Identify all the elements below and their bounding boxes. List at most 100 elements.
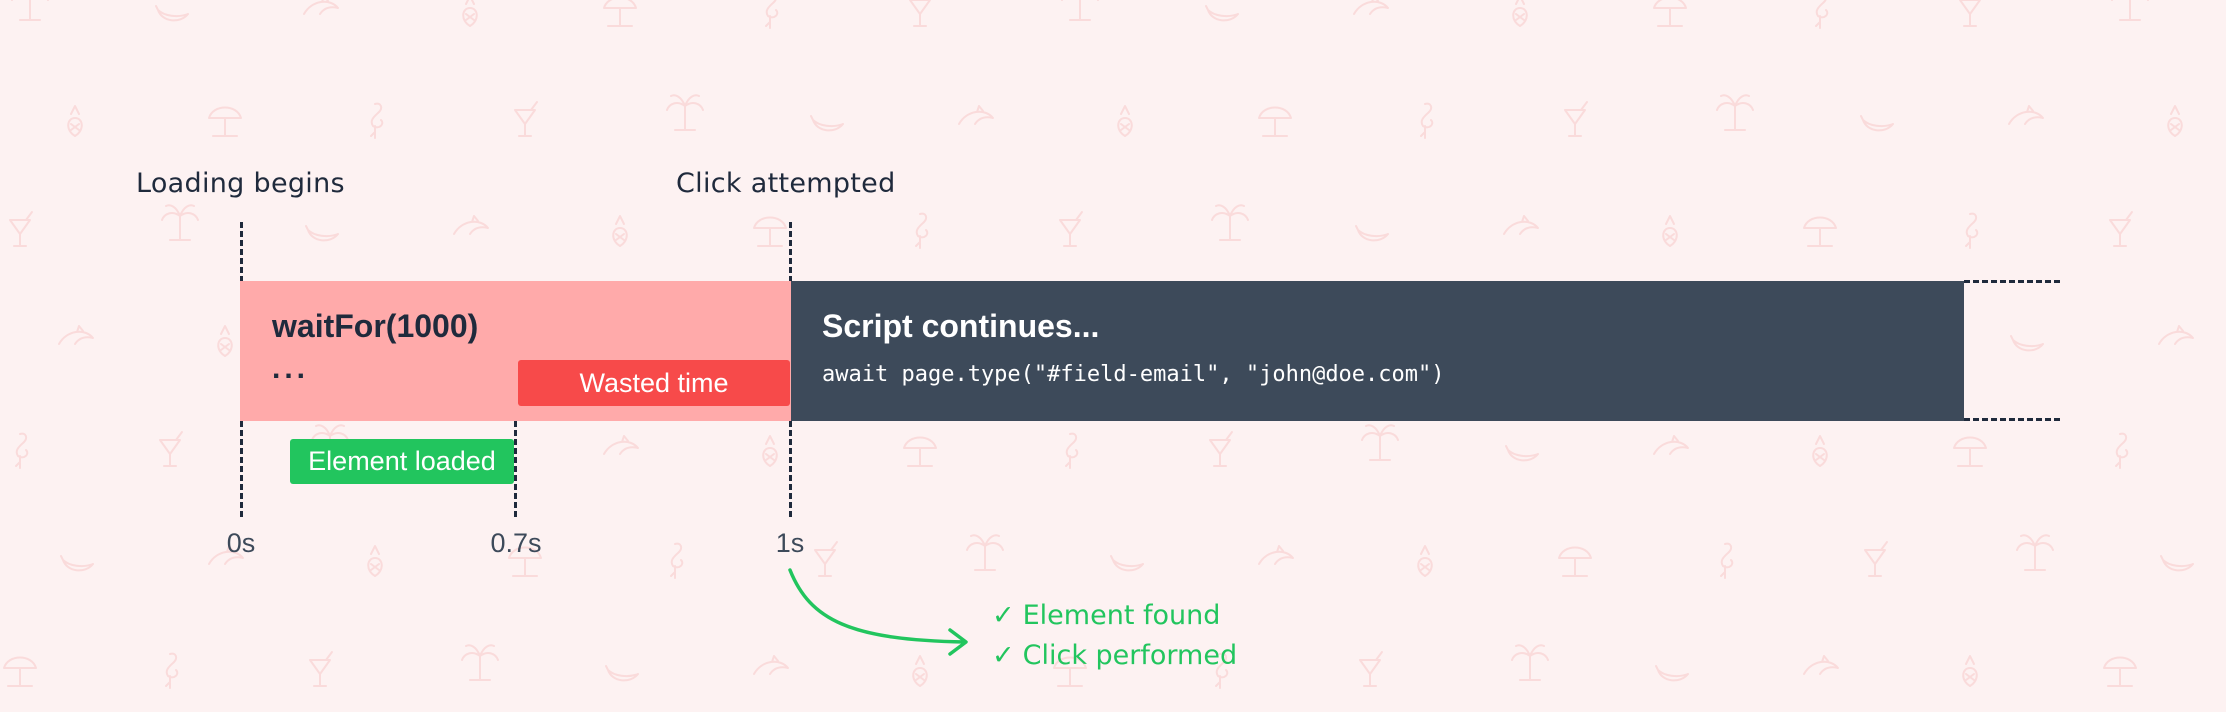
pattern-doodle [1505, 445, 1539, 462]
pattern-doodle [11, 0, 49, 21]
result-arrow [788, 568, 968, 656]
pattern-doodle [9, 211, 33, 247]
pattern-doodle [1417, 545, 1433, 577]
pattern-doodle [1258, 545, 1294, 565]
script-code: await page.type("#field-email", "john@do… [822, 362, 1445, 387]
pattern-doodle [508, 546, 542, 577]
pattern-doodle [161, 204, 199, 241]
pattern-doodle [1110, 555, 1144, 572]
pattern-doodle [2008, 105, 2044, 125]
pattern-doodle [1061, 0, 1099, 21]
tick-label-1s: 1s [775, 528, 805, 558]
pattern-doodle [2010, 335, 2044, 352]
pattern-doodle [915, 212, 929, 249]
pattern-doodle [1812, 435, 1828, 467]
pattern-doodle [1803, 216, 1837, 247]
pattern-doodle [453, 215, 489, 235]
pattern-doodle [2103, 656, 2137, 687]
pattern-doodle [1959, 0, 1981, 27]
pattern-doodle [309, 651, 333, 687]
loading-begins-label: Loading begins [136, 168, 345, 199]
pattern-doodle [909, 0, 931, 27]
pattern-doodle [2167, 105, 2183, 137]
pattern-doodle [1564, 101, 1588, 137]
pattern-doodle [1211, 204, 1249, 241]
pattern-doodle [1209, 431, 1233, 467]
start-marker-line [240, 222, 243, 282]
pattern-doodle [966, 534, 1004, 571]
result-click-performed: ✓Click performed [992, 640, 1237, 671]
loaded-tick-line [514, 421, 517, 517]
pattern-doodle [58, 325, 94, 345]
pattern-doodle [1059, 211, 1083, 247]
pattern-doodle [303, 0, 339, 15]
pattern-doodle [208, 106, 242, 137]
wasted-time-badge: Wasted time [518, 360, 790, 406]
result-performed-text: Click performed [1022, 640, 1238, 671]
pattern-doodle [1205, 5, 1239, 22]
click-marker-line [789, 222, 792, 282]
pattern-doodle [1653, 435, 1689, 455]
pattern-doodle [765, 0, 779, 29]
pattern-doodle [1662, 215, 1678, 247]
pattern-doodle [958, 105, 994, 125]
start-tick-line [240, 421, 243, 517]
pattern-doodle [753, 655, 789, 675]
pattern-doodle [1117, 105, 1133, 137]
pattern-doodle [2158, 325, 2194, 345]
pattern-doodle [3, 656, 37, 687]
pattern-doodle [1962, 655, 1978, 687]
pattern-doodle [514, 101, 538, 137]
pattern-doodle [461, 644, 499, 681]
pattern-doodle [810, 115, 844, 132]
pattern-doodle [2111, 0, 2149, 21]
pattern-doodle [2160, 555, 2194, 572]
pattern-doodle [1803, 655, 1839, 675]
wait-title: waitFor(1000) [272, 308, 479, 344]
pattern-doodle [217, 325, 233, 357]
pattern-doodle [1815, 0, 1829, 29]
pattern-doodle [1359, 651, 1383, 687]
element-loaded-badge: Element loaded [290, 439, 514, 484]
script-block [791, 281, 1964, 421]
pattern-doodle [603, 0, 637, 27]
pattern-doodle [2016, 534, 2054, 571]
pattern-doodle [305, 225, 339, 242]
pattern-doodle [1215, 652, 1229, 689]
pattern-doodle [1053, 656, 1087, 687]
pattern-doodle [603, 435, 639, 455]
result-element-found: ✓Element found [992, 600, 1220, 631]
pattern-doodle [612, 215, 628, 247]
pattern-doodle [1720, 542, 1734, 579]
pattern-doodle [1864, 541, 1888, 577]
pattern-doodle [370, 102, 384, 139]
pattern-doodle [814, 541, 838, 577]
pattern-doodle [155, 5, 189, 22]
pattern-doodle [67, 105, 83, 137]
pattern-doodle [1353, 0, 1389, 15]
pattern-doodle [753, 216, 787, 247]
pattern-doodle [1558, 546, 1592, 577]
check-icon: ✓ [992, 640, 1015, 671]
pattern-doodle [1716, 94, 1754, 131]
pattern-doodle [208, 545, 244, 565]
pattern-doodle [2109, 211, 2133, 247]
pattern-doodle [1503, 215, 1539, 235]
pattern-doodle [1355, 225, 1389, 242]
pattern-doodle [666, 94, 704, 131]
pattern-doodle [165, 652, 179, 689]
pattern-doodle [903, 436, 937, 467]
pattern-doodle [1420, 102, 1434, 139]
pattern-doodle [1965, 212, 1979, 249]
pattern-doodle [1065, 432, 1079, 469]
pattern-doodle [605, 665, 639, 682]
click-tick-line [789, 421, 792, 517]
continuation-bottom-line [1964, 418, 2060, 421]
continuation-top-line [1964, 280, 2060, 283]
pattern-doodle [670, 542, 684, 579]
wait-ellipsis: ... [272, 352, 310, 385]
pattern-doodle [367, 545, 383, 577]
tick-label-0-7s: 0.7s [490, 528, 542, 558]
pattern-doodle [1953, 436, 1987, 467]
pattern-doodle [60, 555, 94, 572]
